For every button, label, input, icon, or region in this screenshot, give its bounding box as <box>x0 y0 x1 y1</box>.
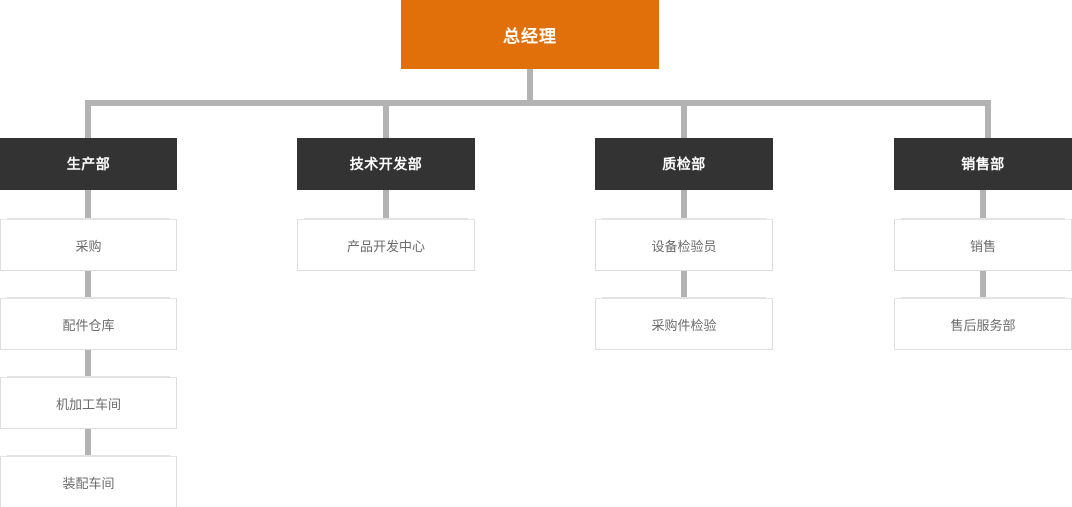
node-leaf-sales-label: 销售 <box>969 239 996 255</box>
node-dept-quality-inspection[interactable]: 质检部 <box>595 138 773 190</box>
node-leaf-assembly-workshop[interactable]: 装配车间 <box>0 455 177 507</box>
node-leaf-equipment-inspector-label: 设备检验员 <box>651 239 717 255</box>
node-leaf-parts-warehouse-label: 配件仓库 <box>62 318 115 334</box>
node-leaf-purchasing[interactable]: 采购 <box>0 218 177 271</box>
connector-child3-to-child4 <box>85 429 91 457</box>
connector-dept4-child1-to-child2 <box>980 271 986 299</box>
connector-drop-dept-4 <box>985 100 991 138</box>
node-leaf-product-development-center[interactable]: 产品开发中心 <box>297 218 475 271</box>
node-leaf-purchased-parts-inspection[interactable]: 采购件检验 <box>595 297 773 350</box>
node-leaf-equipment-inspector[interactable]: 设备检验员 <box>595 218 773 271</box>
node-leaf-after-sales-service-label: 售后服务部 <box>950 318 1016 334</box>
node-leaf-machining-workshop-label: 机加工车间 <box>55 397 121 413</box>
node-leaf-parts-warehouse[interactable]: 配件仓库 <box>0 297 177 350</box>
node-leaf-machining-workshop[interactable]: 机加工车间 <box>0 376 177 429</box>
connector-drop-dept-3 <box>681 100 687 138</box>
node-dept-tech-development[interactable]: 技术开发部 <box>297 138 475 190</box>
node-leaf-purchased-parts-inspection-label: 采购件检验 <box>651 318 717 334</box>
node-leaf-assembly-workshop-label: 装配车间 <box>62 476 115 492</box>
connector-dept3-to-child1 <box>681 190 687 220</box>
node-dept-production[interactable]: 生产部 <box>0 138 177 190</box>
node-root-general-manager[interactable]: 总经理 <box>401 0 659 69</box>
node-dept-sales-label: 销售部 <box>961 157 1005 173</box>
node-dept-tech-development-label: 技术开发部 <box>349 157 423 173</box>
node-leaf-purchasing-label: 采购 <box>75 239 102 255</box>
connector-dept3-child1-to-child2 <box>681 271 687 299</box>
node-dept-quality-inspection-label: 质检部 <box>662 157 706 173</box>
node-leaf-product-development-center-label: 产品开发中心 <box>346 239 425 255</box>
connector-dept1-to-child1 <box>85 190 91 220</box>
connector-child1-to-child2 <box>85 271 91 299</box>
connector-trunk-bar <box>85 100 991 106</box>
node-dept-production-label: 生产部 <box>66 157 111 173</box>
connector-dept4-to-child1 <box>980 190 986 220</box>
node-leaf-after-sales-service[interactable]: 售后服务部 <box>894 297 1072 350</box>
connector-dept2-to-child1 <box>383 190 389 220</box>
connector-child2-to-child3 <box>85 350 91 378</box>
connector-drop-dept-2 <box>383 100 389 138</box>
node-dept-sales[interactable]: 销售部 <box>894 138 1072 190</box>
node-root-label: 总经理 <box>503 27 557 47</box>
connector-root-stem <box>527 69 533 103</box>
node-leaf-sales[interactable]: 销售 <box>894 218 1072 271</box>
connector-drop-dept-1 <box>85 100 91 138</box>
